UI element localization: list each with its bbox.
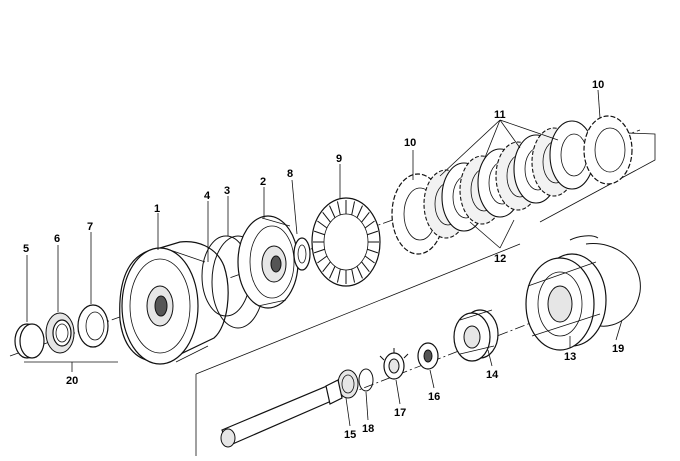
callout-16: 16 xyxy=(428,391,440,403)
sun-gear-14 xyxy=(453,309,499,362)
callout-14: 14 xyxy=(486,369,499,381)
callout-20: 20 xyxy=(66,375,78,387)
spring-finger xyxy=(322,211,331,223)
clutch-drum-1 xyxy=(119,241,229,365)
hub-17 xyxy=(379,348,409,380)
washer-16 xyxy=(417,342,439,370)
spring-finger xyxy=(364,220,375,229)
callout-7: 7 xyxy=(87,221,93,233)
spring-finger xyxy=(329,266,336,279)
callout-9: 9 xyxy=(336,153,342,165)
spring-finger xyxy=(336,201,341,216)
piston-2 xyxy=(237,215,299,309)
callout-6: 6 xyxy=(54,233,60,245)
clutch-pack-11-12 xyxy=(423,120,595,239)
return-spring-9 xyxy=(311,197,381,287)
callout-10-rear: 10 xyxy=(592,79,604,91)
callout-2: 2 xyxy=(260,176,266,188)
spring-finger xyxy=(356,205,363,218)
callout-8: 8 xyxy=(287,168,293,180)
leader-lines xyxy=(26,89,623,427)
spring-finger xyxy=(313,230,325,236)
spring-finger xyxy=(351,201,356,216)
spring-finger xyxy=(364,255,375,264)
callout-1: 1 xyxy=(154,203,160,215)
spring-finger xyxy=(322,261,331,273)
callout-5: 5 xyxy=(23,243,29,255)
callout-17: 17 xyxy=(394,407,406,419)
spring-finger xyxy=(367,230,379,236)
spring-finger xyxy=(351,268,356,283)
spring-ring-8 xyxy=(293,237,311,271)
callout-15: 15 xyxy=(344,429,356,441)
clutch-plate-10-rear xyxy=(583,115,633,185)
callout-18: 18 xyxy=(362,423,374,435)
spring-finger xyxy=(356,266,363,279)
callout-13: 13 xyxy=(564,351,576,363)
spring-finger xyxy=(361,261,370,273)
callout-11: 11 xyxy=(494,109,506,121)
spring-finger xyxy=(313,248,325,254)
clutch-hub-13 xyxy=(525,253,607,351)
callout-3: 3 xyxy=(224,185,230,197)
spring-finger xyxy=(317,220,328,229)
callout-12: 12 xyxy=(494,253,506,265)
circlip-18 xyxy=(358,368,374,392)
callout-labels: 1 2 3 4 5 6 7 8 9 10 10 11 12 13 14 15 1… xyxy=(23,79,624,441)
spring-finger xyxy=(336,268,341,283)
needle-bearing-6 xyxy=(45,312,75,354)
washer-7 xyxy=(77,304,109,348)
callout-19: 19 xyxy=(612,343,624,355)
spring-finger xyxy=(317,255,328,264)
callout-4: 4 xyxy=(204,190,211,202)
thrust-washer-5 xyxy=(14,323,45,359)
callout-10-front: 10 xyxy=(404,137,416,149)
spring-finger xyxy=(361,211,370,223)
snap-ring-19 xyxy=(569,235,641,327)
spring-finger xyxy=(329,205,336,218)
input-shaft-15 xyxy=(220,369,359,448)
spring-finger xyxy=(367,248,379,254)
